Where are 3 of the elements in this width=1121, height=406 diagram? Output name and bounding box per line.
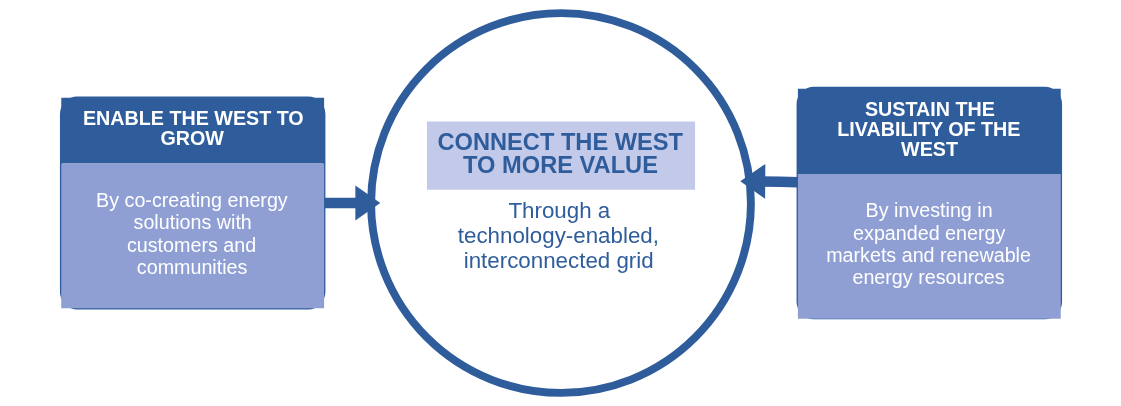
arrow [323,185,380,221]
node-circle: CONNECT THE WEST TO MORE VALUE Through a technology-enabled, interconnected grid [366,9,755,397]
arrow [739,163,798,199]
